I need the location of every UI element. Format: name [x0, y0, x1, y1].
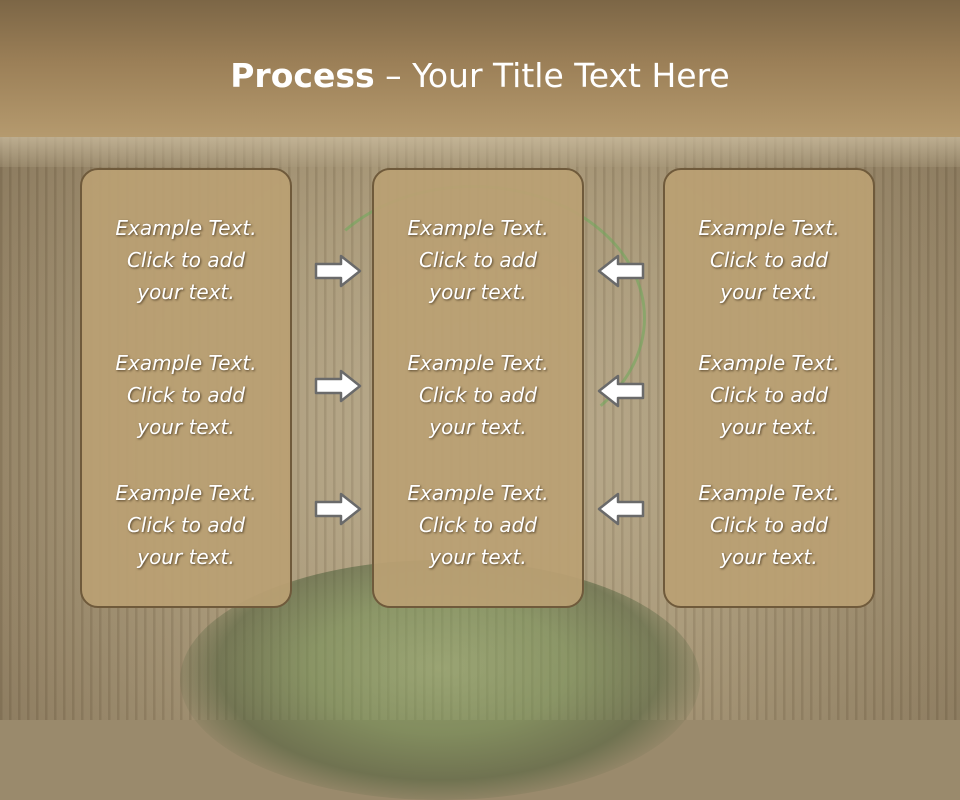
text-line: Click to add [709, 383, 829, 407]
text-block[interactable]: Example Text. Click to add your text. [374, 347, 582, 443]
text-line: Example Text. [115, 351, 257, 375]
text-line: Example Text. [698, 481, 840, 505]
text-line: Click to add [126, 248, 246, 272]
text-line: your text. [720, 280, 818, 304]
text-line: Example Text. [407, 351, 549, 375]
process-box-left[interactable]: Example Text. Click to add your text. Ex… [80, 168, 292, 608]
text-line: Example Text. [115, 216, 257, 240]
text-line: Click to add [418, 513, 538, 537]
title-rest: – Your Title Text Here [374, 56, 730, 95]
text-block[interactable]: Example Text. Click to add your text. [82, 477, 290, 573]
title-bold: Process [230, 56, 375, 95]
text-line: your text. [720, 545, 818, 569]
text-line: Example Text. [407, 481, 549, 505]
process-box-right[interactable]: Example Text. Click to add your text. Ex… [663, 168, 875, 608]
text-line: Click to add [709, 248, 829, 272]
text-line: Click to add [126, 513, 246, 537]
text-block[interactable]: Example Text. Click to add your text. [82, 347, 290, 443]
text-line: your text. [429, 415, 527, 439]
slide-title[interactable]: Process – Your Title Text Here [0, 52, 960, 100]
text-line: Click to add [709, 513, 829, 537]
arrow-right-icon [314, 492, 362, 526]
arrow-left-icon [597, 254, 645, 288]
text-block[interactable]: Example Text. Click to add your text. [374, 212, 582, 308]
text-line: Example Text. [407, 216, 549, 240]
text-line: your text. [429, 280, 527, 304]
text-line: Click to add [418, 248, 538, 272]
text-block[interactable]: Example Text. Click to add your text. [82, 212, 290, 308]
arrow-right-icon [314, 254, 362, 288]
text-block[interactable]: Example Text. Click to add your text. [665, 477, 873, 573]
text-block[interactable]: Example Text. Click to add your text. [374, 477, 582, 573]
text-line: Click to add [126, 383, 246, 407]
arrow-left-icon [597, 492, 645, 526]
process-box-center[interactable]: Example Text. Click to add your text. Ex… [372, 168, 584, 608]
title-bar-strip [0, 137, 960, 167]
text-block[interactable]: Example Text. Click to add your text. [665, 347, 873, 443]
arrow-left-icon [597, 374, 645, 408]
text-line: Click to add [418, 383, 538, 407]
text-line: your text. [720, 415, 818, 439]
text-line: Example Text. [698, 216, 840, 240]
text-line: your text. [429, 545, 527, 569]
text-block[interactable]: Example Text. Click to add your text. [665, 212, 873, 308]
text-line: your text. [137, 545, 235, 569]
text-line: your text. [137, 415, 235, 439]
title-bar [0, 0, 960, 137]
arrow-right-icon [314, 369, 362, 403]
text-line: Example Text. [698, 351, 840, 375]
text-line: Example Text. [115, 481, 257, 505]
text-line: your text. [137, 280, 235, 304]
